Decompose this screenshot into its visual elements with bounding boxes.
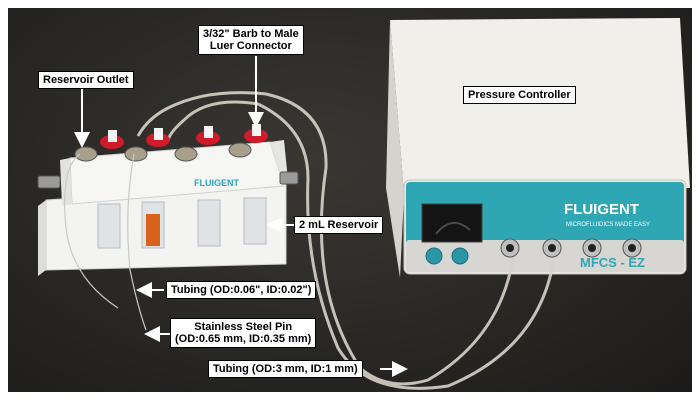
- label-barb-connector-line2: Luer Connector: [209, 40, 292, 52]
- label-tubing-large: Tubing (OD:3 mm, ID:1 mm): [208, 360, 363, 378]
- label-2ml-reservoir: 2 mL Reservoir: [294, 216, 384, 234]
- label-steel-pin: Stainless Steel Pin (OD:0.65 mm, ID:0.35…: [170, 318, 317, 348]
- reservoir-holder: FLUIGENT: [37, 140, 299, 276]
- device-tagline: MICROFLUIDICS MADE EASY: [566, 222, 650, 228]
- device-model: MFCS - EZ: [580, 255, 645, 270]
- label-barb-connector-line1: 3/32" Barb to Male: [203, 28, 299, 40]
- label-tubing-large-text: Tubing (OD:3 mm, ID:1 mm): [213, 363, 358, 375]
- label-reservoir-outlet: Reservoir Outlet: [38, 71, 134, 89]
- lab-scene: FLUIGENT MICROFLUIDICS MADE EASY MFCS - …: [37, 18, 690, 390]
- reservoir-caps: [74, 124, 268, 162]
- device-brand: FLUIGENT: [564, 201, 639, 218]
- label-tubing-small: Tubing (OD:0.06", ID:0.02"): [166, 281, 317, 299]
- label-pressure-controller: Pressure Controller: [463, 86, 576, 104]
- label-tubing-small-text: Tubing (OD:0.06", ID:0.02"): [171, 284, 312, 296]
- label-steel-pin-line1: Stainless Steel Pin: [194, 321, 293, 333]
- label-steel-pin-line2: (OD:0.65 mm, ID:0.35 mm): [175, 333, 312, 345]
- outlet-connectors: [500, 238, 642, 258]
- label-barb-connector: 3/32" Barb to Male Luer Connector: [198, 25, 304, 55]
- label-pressure-controller-text: Pressure Controller: [468, 89, 571, 101]
- large-tubing: [136, 91, 556, 390]
- label-2ml-reservoir-text: 2 mL Reservoir: [299, 219, 379, 231]
- holder-brand: FLUIGENT: [194, 178, 239, 188]
- small-tubing: [64, 153, 147, 331]
- pressure-controller-device: FLUIGENT MICROFLUIDICS MADE EASY MFCS - …: [386, 18, 690, 278]
- annotation-arrows: [74, 56, 408, 377]
- lab-photo: FLUIGENT MICROFLUIDICS MADE EASY MFCS - …: [8, 8, 692, 392]
- label-reservoir-outlet-text: Reservoir Outlet: [43, 74, 129, 86]
